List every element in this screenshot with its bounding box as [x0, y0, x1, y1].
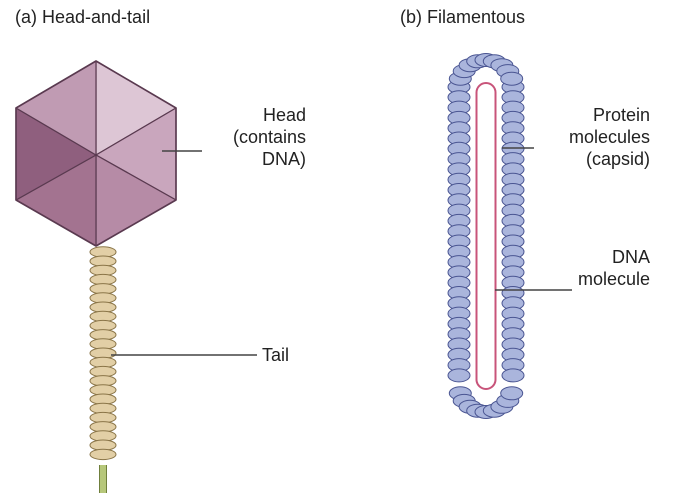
head-label: Head (contains DNA)	[233, 104, 306, 170]
dna-label-line: DNA	[578, 246, 650, 268]
dna-label-line: molecule	[578, 268, 650, 290]
helical-tail	[90, 247, 116, 460]
capsid-bead	[448, 369, 470, 382]
head-label-line: Head	[233, 104, 306, 126]
capsid-label-line: molecules	[569, 126, 650, 148]
panel-a-title: (a) Head-and-tail	[15, 7, 150, 27]
dna-label: DNA molecule	[578, 246, 650, 290]
panel-b-title: (b) Filamentous	[400, 7, 525, 27]
capsid-bead	[502, 369, 524, 382]
tail-bead	[90, 449, 116, 459]
capsid-label-line: (capsid)	[569, 148, 650, 170]
protein-capsid	[448, 54, 524, 419]
capsid-bead	[501, 387, 523, 400]
tail-label: Tail	[262, 344, 289, 366]
capsid-label: Protein molecules (capsid)	[569, 104, 650, 170]
head-label-line: DNA)	[233, 148, 306, 170]
head-label-line: (contains	[233, 126, 306, 148]
capsid-label-line: Protein	[569, 104, 650, 126]
icosahedral-head	[16, 61, 176, 246]
capsid-bead	[501, 72, 523, 85]
